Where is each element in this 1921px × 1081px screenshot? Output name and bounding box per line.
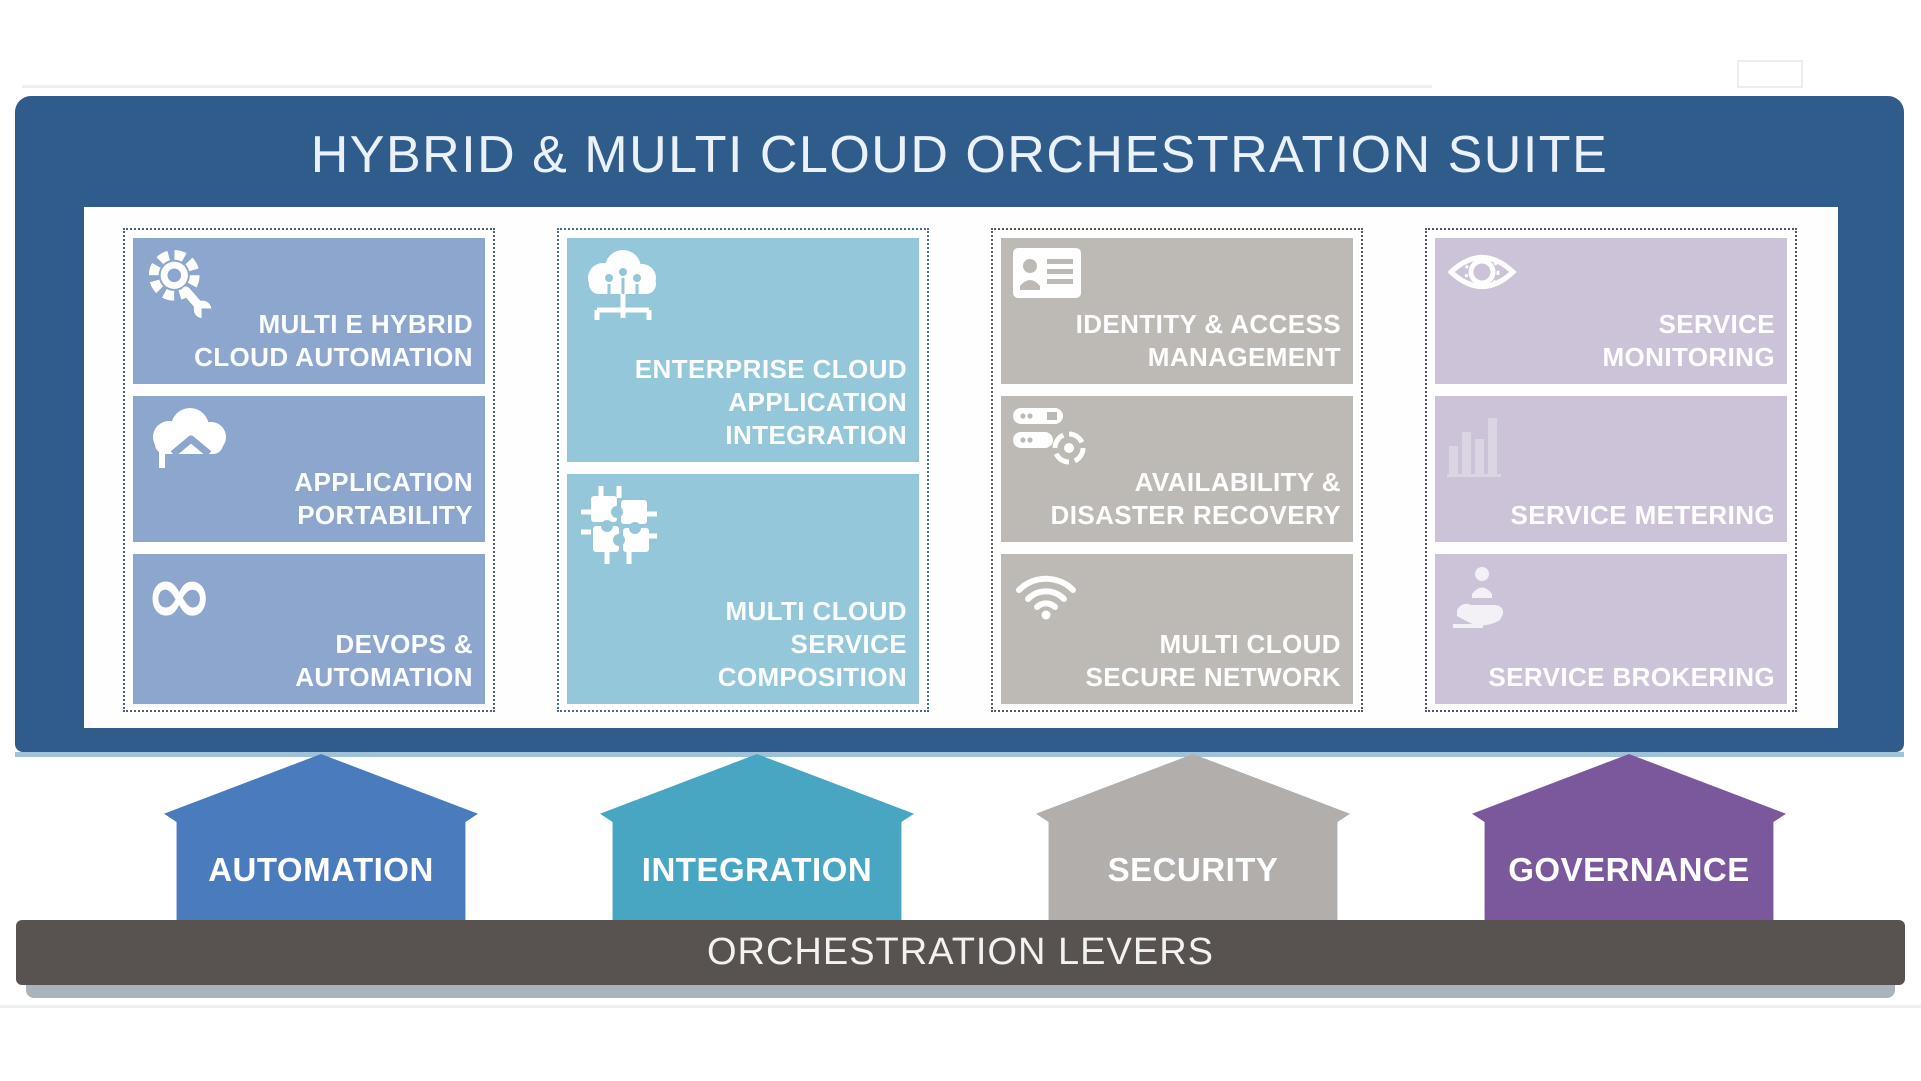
lever-security: SECURITY xyxy=(1036,754,1350,920)
capability-box-multi-cloud-secure-network: MULTI CLOUD SECURE NETWORK xyxy=(1001,554,1353,704)
capability-box-availability-disaster-recovery: AVAILABILITY & DISASTER RECOVERY xyxy=(1001,396,1353,542)
infinity-icon: ∞ xyxy=(145,548,214,643)
id-card-icon xyxy=(1013,248,1081,298)
bar-chart-icon xyxy=(1447,406,1503,478)
capability-label: SERVICE MONITORING xyxy=(1602,309,1775,372)
servers-sync-icon xyxy=(1013,406,1093,468)
bar-shadow xyxy=(26,985,1895,998)
wifi-icon xyxy=(1013,564,1079,620)
capability-label: AVAILABILITY & DISASTER RECOVERY xyxy=(1050,467,1341,530)
lever-governance: GOVERNANCE xyxy=(1472,754,1786,920)
lever-integration: INTEGRATION xyxy=(600,754,914,920)
capability-box-devops-automation: ∞ DEVOPS & AUTOMATION xyxy=(133,554,485,704)
lever-label: SECURITY xyxy=(1107,851,1279,888)
capability-label: IDENTITY & ACCESS MANAGEMENT xyxy=(1075,309,1341,372)
capability-label: SERVICE BROKERING xyxy=(1488,662,1775,692)
pillar-column-governance: SERVICE MONITORING SERVICE METERING xyxy=(1425,228,1797,712)
pillar-column-security: IDENTITY & ACCESS MANAGEMENT AVAILABILIT… xyxy=(991,228,1363,712)
eye-icon xyxy=(1447,248,1517,296)
capability-box-service-brokering: SERVICE BROKERING xyxy=(1435,554,1787,704)
scan-artifact-box xyxy=(1737,60,1803,88)
capability-box-service-metering: SERVICE METERING xyxy=(1435,396,1787,542)
gear-wrench-icon xyxy=(145,248,223,326)
capability-label: APPLICATION PORTABILITY xyxy=(294,467,473,530)
puzzle-icon xyxy=(579,484,659,568)
lever-label: AUTOMATION xyxy=(208,851,434,888)
capability-label: SERVICE METERING xyxy=(1510,500,1775,530)
panel-underline xyxy=(15,752,1904,757)
capability-box-enterprise-cloud-application-integration: ENTERPRISE CLOUD APPLICATION INTEGRATION xyxy=(567,238,919,462)
hand-person-icon xyxy=(1447,564,1513,632)
lever-label: GOVERNANCE xyxy=(1508,851,1750,888)
orchestration-levers-label: ORCHESTRATION LEVERS xyxy=(706,931,1215,973)
capability-box-multi-cloud-service-composition: MULTI CLOUD SERVICE COMPOSITION xyxy=(567,474,919,704)
scan-artifact-line-top xyxy=(22,85,1432,88)
pillar-column-automation: MULTI E HYBRID CLOUD AUTOMATION APPLICAT… xyxy=(123,228,495,712)
lever-label: INTEGRATION xyxy=(641,851,873,888)
suite-title: HYBRID & MULTI CLOUD ORCHESTRATION SUITE xyxy=(310,126,1609,184)
capability-label: MULTI CLOUD SECURE NETWORK xyxy=(1085,629,1341,692)
capability-box-multi-hybrid-cloud-automation: MULTI E HYBRID CLOUD AUTOMATION xyxy=(133,238,485,384)
capability-box-application-portability: APPLICATION PORTABILITY xyxy=(133,396,485,542)
capability-label: MULTI CLOUD SERVICE COMPOSITION xyxy=(717,596,907,692)
cloud-network-icon xyxy=(579,248,667,336)
capability-label: MULTI E HYBRID CLOUD AUTOMATION xyxy=(194,309,473,372)
scan-artifact-line-bottom xyxy=(0,1005,1921,1008)
cloud-arrow-icon xyxy=(145,406,237,472)
pillar-column-integration: ENTERPRISE CLOUD APPLICATION INTEGRATION xyxy=(557,228,929,712)
capability-box-service-monitoring: SERVICE MONITORING xyxy=(1435,238,1787,384)
lever-automation: AUTOMATION xyxy=(164,754,478,920)
capability-label: ENTERPRISE CLOUD APPLICATION INTEGRATION xyxy=(634,354,907,450)
capability-label: DEVOPS & AUTOMATION xyxy=(295,629,473,692)
capability-box-identity-access-management: IDENTITY & ACCESS MANAGEMENT xyxy=(1001,238,1353,384)
orchestration-levers-bar: ORCHESTRATION LEVERS xyxy=(16,920,1905,985)
